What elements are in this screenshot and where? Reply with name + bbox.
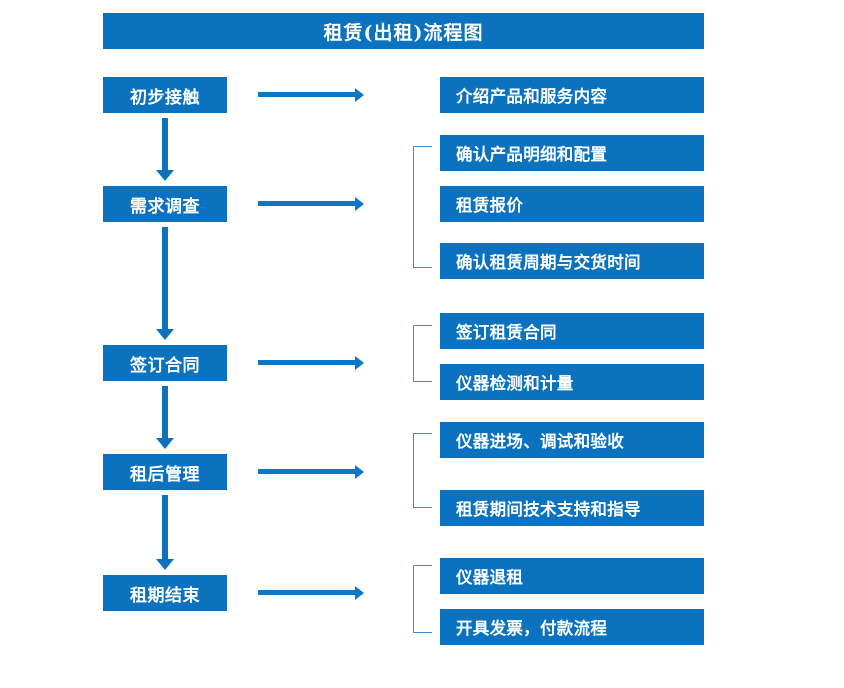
group-bracket-2 [413,146,432,268]
task-label: 介绍产品和服务内容 [456,87,608,106]
arrow-shaft [258,590,355,595]
task-label: 租赁报价 [456,196,524,215]
task-node-仪器退租[interactable]: 仪器退租 [440,558,704,594]
task-node-开具发票付款流程[interactable]: 开具发票，付款流程 [440,609,704,645]
arrow-head-icon [355,465,364,479]
arrow-shaft [258,201,355,206]
task-label: 开具发票，付款流程 [456,619,608,638]
stage-node-需求调查[interactable]: 需求调查 [103,186,227,222]
flow-arrow-down-1 [156,118,174,181]
task-label: 仪器退租 [456,568,524,587]
task-label: 租赁期间技术支持和指导 [456,500,641,519]
arrow-shaft [162,227,168,329]
stage-label: 租后管理 [130,464,200,485]
stage-label: 初步接触 [130,87,200,108]
branch-arrow-right-2 [258,197,364,211]
task-node-租赁期间技术支持和指导[interactable]: 租赁期间技术支持和指导 [440,490,704,526]
arrow-head-icon [156,329,174,340]
arrow-head-icon [355,197,364,211]
branch-arrow-right-4 [258,465,364,479]
stage-label: 租期结束 [130,585,200,606]
arrow-head-icon [156,559,174,570]
arrow-shaft [162,118,168,170]
group-bracket-3 [413,325,432,382]
task-label: 仪器进场、调试和验收 [456,432,624,451]
task-label: 确认租赁周期与交货时间 [456,253,641,272]
diagram-title-bar: 租赁(出租)流程图 [103,13,704,49]
branch-arrow-right-3 [258,356,364,370]
task-label: 签订租赁合同 [456,323,557,342]
arrow-shaft [162,495,168,559]
stage-node-初步接触[interactable]: 初步接触 [103,77,227,113]
flow-arrow-down-3 [156,386,174,449]
stage-label: 签订合同 [130,355,200,376]
stage-node-租期结束[interactable]: 租期结束 [103,575,227,611]
flow-arrow-down-4 [156,495,174,570]
group-bracket-5 [413,565,432,633]
task-label: 确认产品明细和配置 [456,145,608,164]
stage-node-租后管理[interactable]: 租后管理 [103,454,227,490]
arrow-head-icon [355,586,364,600]
branch-arrow-right-5 [258,586,364,600]
stage-node-签订合同[interactable]: 签订合同 [103,345,227,381]
task-label: 仪器检测和计量 [456,374,574,393]
arrow-head-icon [156,170,174,181]
task-node-签订租赁合同[interactable]: 签订租赁合同 [440,313,704,349]
arrow-head-icon [156,438,174,449]
task-node-确认产品明细和配置[interactable]: 确认产品明细和配置 [440,135,704,171]
arrow-shaft [258,360,355,365]
task-node-租赁报价[interactable]: 租赁报价 [440,186,704,222]
diagram-title: 租赁(出租)流程图 [323,21,484,44]
arrow-head-icon [355,88,364,102]
arrow-shaft [162,386,168,438]
branch-arrow-right-1 [258,88,364,102]
task-node-介绍产品和服务内容[interactable]: 介绍产品和服务内容 [440,77,704,113]
task-node-确认租赁周期与交货时间[interactable]: 确认租赁周期与交货时间 [440,243,704,279]
arrow-head-icon [355,356,364,370]
flow-arrow-down-2 [156,227,174,340]
group-bracket-4 [413,433,432,508]
arrow-shaft [258,469,355,474]
task-node-仪器检测和计量[interactable]: 仪器检测和计量 [440,364,704,400]
task-node-仪器进场调试和验收[interactable]: 仪器进场、调试和验收 [440,422,704,458]
arrow-shaft [258,92,355,97]
stage-label: 需求调查 [130,196,200,217]
